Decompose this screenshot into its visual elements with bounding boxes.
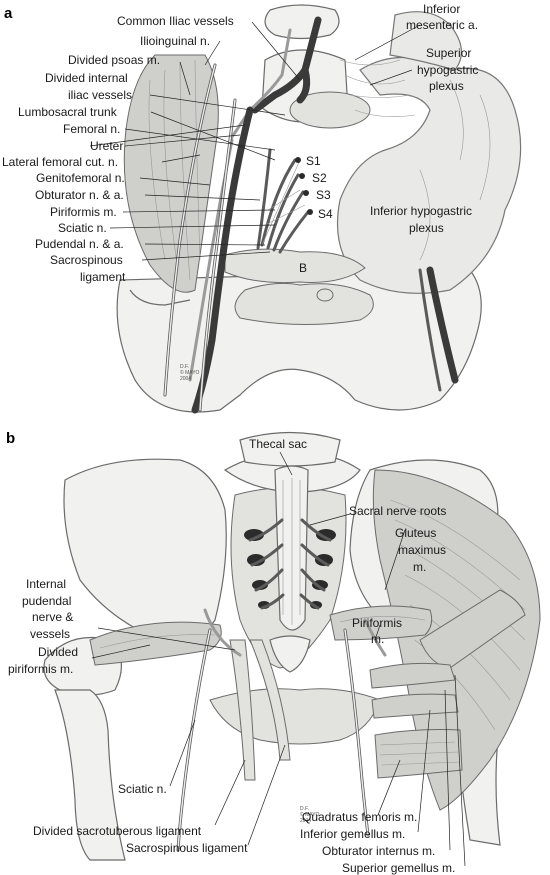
label-inferior-hypogastric-line1: Inferior hypogastric: [370, 204, 472, 218]
label-gluteus-line2: maximus: [398, 543, 446, 557]
label-pudendal: Pudendal n. & a.: [35, 237, 124, 251]
label-divided-psoas: Divided psoas m.: [68, 53, 160, 67]
label-quadratus-femoris: Quadratus femoris m.: [302, 810, 417, 824]
label-lumbosacral-trunk: Lumbosacral trunk: [18, 105, 118, 119]
label-common-iliac-vessels: Common Iliac vessels: [117, 14, 234, 28]
label-superior-hypogastric-line1: Superior: [426, 46, 471, 60]
signature-b-line2: © MAYO: [300, 811, 320, 818]
label-divided-sacrotuberous: Divided sacrotuberous ligament: [33, 824, 202, 838]
label-s4: S4: [318, 207, 333, 221]
label-sciatic-b: Sciatic n.: [118, 782, 167, 796]
label-sacrospinous-b: Sacrospinous ligament: [126, 841, 248, 855]
panel-a-letter: a: [4, 5, 13, 22]
label-obturator-internus: Obturator internus m.: [322, 844, 435, 858]
label-ureter: Ureter: [90, 139, 123, 153]
label-genitofemoral: Genitofemoral n.: [36, 171, 125, 185]
label-gluteus-line1: Gluteus: [395, 526, 436, 540]
label-internal-pudendal-line3: nerve &: [32, 610, 73, 624]
panel-a-leaders: [89, 21, 421, 261]
signature-a-line1: D.F.: [180, 364, 189, 370]
label-internal-pudendal-line4: vessels: [30, 627, 70, 641]
label-lateral-femoral: Lateral femoral cut. n.: [2, 155, 118, 169]
label-inferior-gemellus: Inferior gemellus m.: [300, 827, 405, 841]
label-s3: S3: [316, 188, 331, 202]
signature-b-line3: 2004: [300, 818, 311, 824]
sacral-foramina: [244, 518, 336, 610]
panel-b-leaders: [91, 451, 466, 867]
label-internal-pudendal-line1: Internal: [26, 577, 66, 591]
label-bladder: B: [299, 261, 307, 275]
label-piriformis: Piriformis m.: [50, 205, 117, 219]
panel-b-letter: b: [6, 430, 15, 447]
label-inferior-hypogastric-line2: plexus: [409, 221, 444, 235]
label-superior-hypogastric-line2: hypogastric: [417, 63, 478, 77]
label-divided-piriformis-line2: piriformis m.: [8, 662, 73, 676]
label-obturator: Obturator n. & a.: [35, 188, 124, 202]
label-sacral-nerve-roots: Sacral nerve roots: [349, 504, 446, 518]
signature-a-line3: 2004: [180, 376, 191, 382]
label-thecal-sac: Thecal sac: [249, 437, 307, 451]
label-s1: S1: [306, 154, 321, 168]
panel-a-illustration: D.F. © MAYO 2004: [116, 4, 522, 414]
label-piriformis-line2: m.: [371, 632, 384, 646]
label-inferior-mesenteric-line2: mesenteric a.: [406, 18, 478, 32]
label-divided-internal-line1: Divided internal: [45, 71, 128, 85]
label-sacrospinous-line1: Sacrospinous: [50, 253, 123, 267]
label-piriformis-line1: Piriformis: [352, 616, 402, 630]
label-divided-internal-line2: iliac vessels: [68, 88, 132, 102]
label-superior-hypogastric-line3: plexus: [429, 79, 464, 93]
label-inferior-mesenteric-line1: Inferior: [423, 2, 460, 16]
panel-b-labels: b Thecal sac Sacral nerve roots Gluteus …: [6, 430, 455, 875]
sacral-plexus: [256, 148, 313, 254]
label-sacrospinous-line2: ligament: [80, 270, 126, 284]
label-superior-gemellus: Superior gemellus m.: [342, 861, 455, 875]
label-gluteus-line3: m.: [413, 560, 426, 574]
label-internal-pudendal-line2: pudendal: [22, 594, 71, 608]
signature-b-line1: D.F.: [300, 806, 309, 812]
label-femoral: Femoral n.: [63, 122, 120, 136]
label-ilioinguinal: Ilioinguinal n.: [140, 34, 210, 48]
label-s2: S2: [312, 171, 327, 185]
signature-a-line2: © MAYO: [180, 369, 200, 376]
label-sciatic: Sciatic n.: [58, 221, 107, 235]
panel-b-illustration: D.F. © MAYO 2004: [43, 431, 541, 861]
panel-a-labels: a Common Iliac vessels Inferior mesenter…: [2, 2, 478, 284]
label-divided-piriformis-line1: Divided: [38, 645, 78, 659]
